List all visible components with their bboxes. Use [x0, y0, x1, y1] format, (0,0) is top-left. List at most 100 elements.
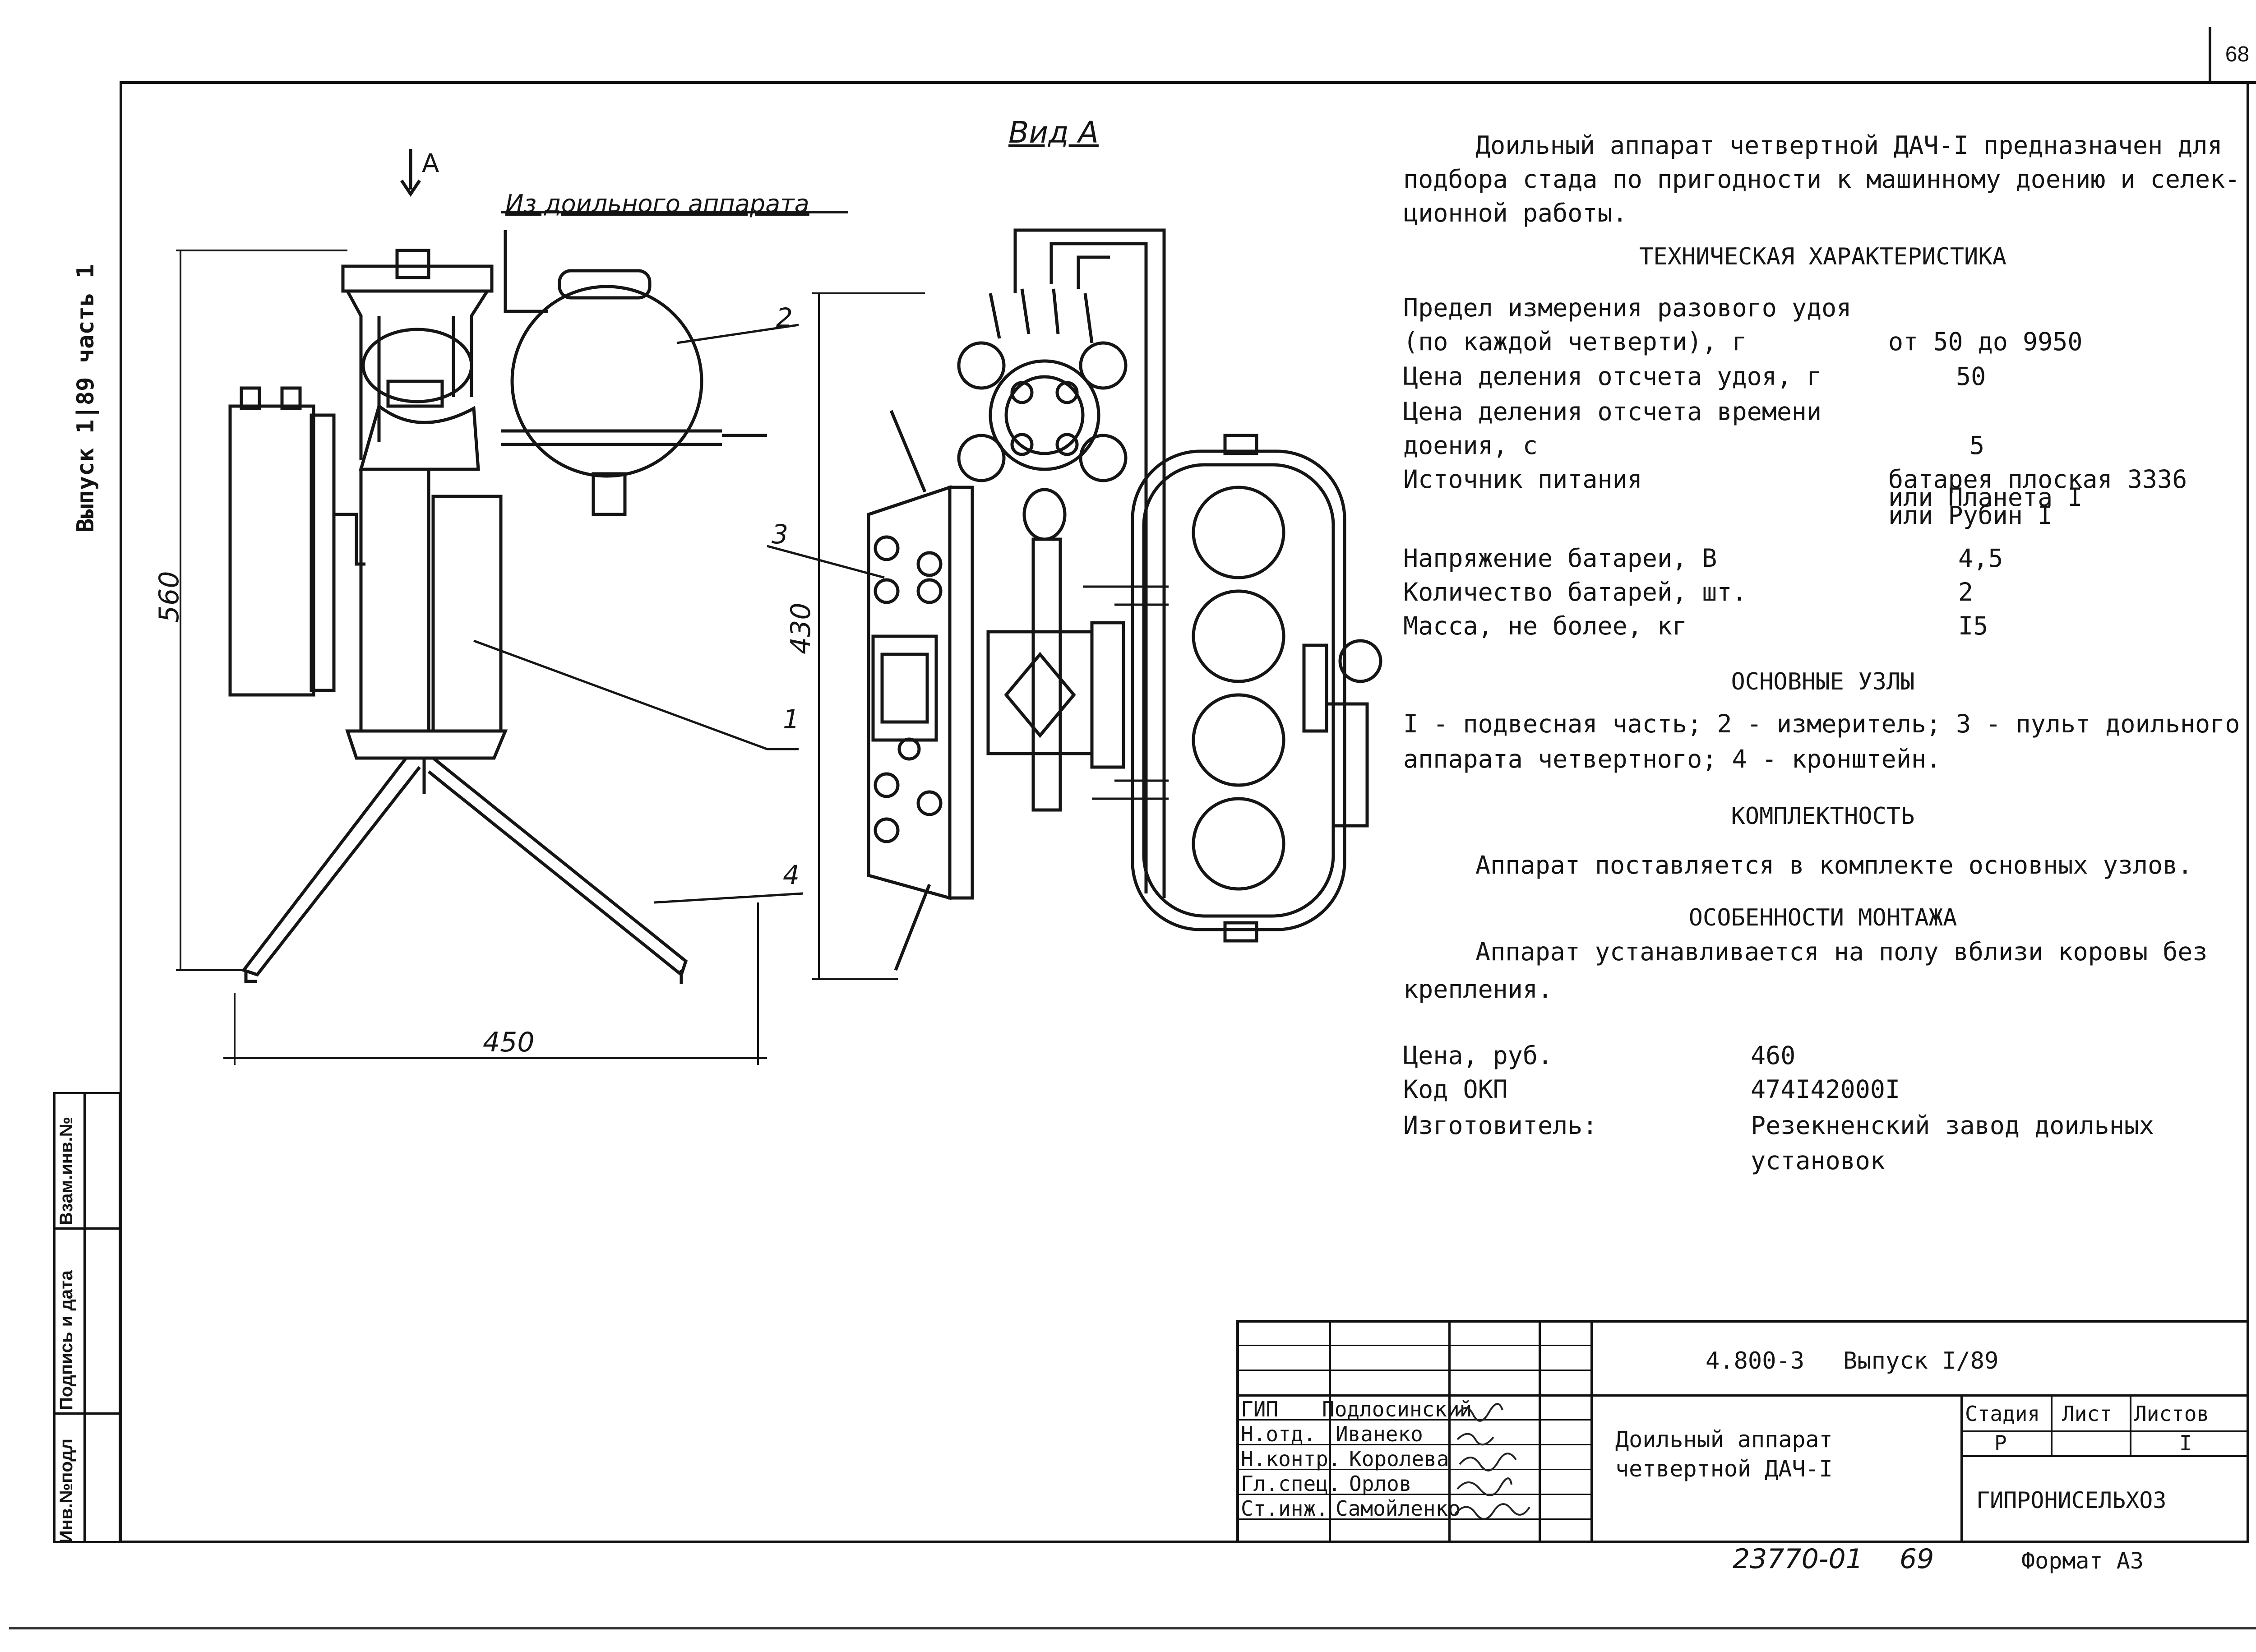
top-cap: [341, 264, 494, 293]
upper-bowl: [361, 328, 473, 403]
valve-body: [1022, 488, 1067, 541]
side-stamp-column: [53, 1092, 121, 1543]
tripod-foot: [244, 970, 257, 983]
role-name: Подлосинский: [1322, 1397, 1472, 1421]
role-name: Королева: [1349, 1447, 1449, 1471]
pump-diamond: [1004, 652, 1076, 738]
dim-line-450: [223, 902, 767, 1065]
maker-line: установок: [1751, 1146, 1886, 1175]
signature: [1459, 1453, 1517, 1472]
callout-1: 1: [783, 704, 800, 735]
spec-value: батарея плоская 3336: [1888, 465, 2187, 494]
capsule-bottom-tab: [1223, 921, 1258, 943]
tripod-leg-right: [427, 757, 688, 977]
signature: [1454, 1503, 1530, 1520]
spec-value: от 50 до 9950: [1888, 327, 2083, 356]
spec-label: Предел измерения разового удоя: [1403, 293, 1852, 322]
inner-block: [386, 379, 444, 408]
intro-line: подбора стада по пригодности к машинному…: [1403, 165, 2240, 194]
stage-value: Р: [1994, 1431, 2007, 1455]
intro-line: ционной работы.: [1403, 199, 1627, 227]
dim-height-view-label: 430: [785, 602, 817, 654]
control-box-knob: [280, 386, 302, 410]
dim-line-560: [176, 250, 347, 971]
kit-text: Аппарат поставляется в комплекте основны…: [1475, 851, 2193, 879]
spec-value: I5: [1958, 611, 1988, 640]
maker-line: Резекненский завод доильных: [1751, 1111, 2154, 1140]
console-face: [948, 486, 974, 900]
console-brace: [889, 410, 931, 971]
install-heading: ОСОБЕННОСТИ МОНТАЖА: [1688, 904, 1957, 931]
suspension-frame: [346, 290, 489, 460]
meter-capsule: [1131, 449, 1346, 931]
callout-leader-1: [473, 639, 799, 750]
spec-label: Источник питания: [1403, 465, 1642, 494]
role-name: Самойленко: [1336, 1496, 1461, 1521]
cylinder-right: [431, 495, 503, 733]
dim-height-label: 560: [153, 571, 185, 623]
archive-sheet: 69: [1900, 1543, 1934, 1575]
meter-chamber: [1192, 589, 1285, 683]
intro-line: Доильный аппарат четвертной ДАЧ-I предна…: [1475, 131, 2223, 160]
collector: [359, 403, 480, 471]
kit-heading: КОМПЛЕКТНОСТЬ: [1731, 803, 1915, 830]
technical-drawing: [176, 149, 1382, 1065]
spec-value: 2: [1958, 578, 1974, 606]
archive-number: 23770-01: [1733, 1543, 1863, 1575]
console-display-inner: [880, 652, 929, 724]
meter-band: [501, 429, 722, 446]
sheets-value: I: [2179, 1431, 2192, 1455]
role-name: Иванеко: [1336, 1422, 1423, 1446]
spec-label: доения, с: [1403, 431, 1538, 460]
control-box-face: [310, 413, 336, 692]
drawing-frame: [120, 81, 2249, 1543]
install-line: крепления.: [1403, 975, 1553, 1004]
view-a-title: Вид А: [1008, 115, 1099, 150]
side-latch-ring: [1338, 639, 1382, 683]
signature: [1456, 1477, 1512, 1496]
capsule-top-tab: [1223, 434, 1258, 455]
role-label: Н.отд.: [1241, 1422, 1316, 1446]
spec-value: 4,5: [1958, 544, 2003, 573]
spec-value: 50: [1956, 362, 1986, 391]
from-milker-note: Из доильного аппарата: [505, 190, 809, 218]
price-label: Цена, руб.: [1403, 1041, 1553, 1070]
stage-header: Стадия: [1965, 1402, 2040, 1426]
arrow-a-label: А: [422, 149, 439, 178]
callout-4: 4: [783, 860, 800, 890]
role-label: Н.контр.: [1241, 1447, 1341, 1471]
doc-title-line: Доильный аппарат: [1615, 1426, 1833, 1453]
role-label: Ст.инж.: [1241, 1496, 1328, 1521]
stamp-replace: Взам.инв.№: [56, 1116, 76, 1225]
maker-label: Изготовитель:: [1403, 1111, 1598, 1140]
spec-value: или Планета I: [1888, 483, 2083, 512]
units-line: I - подвесная часть; 2 - измеритель; 3 -…: [1403, 709, 2240, 738]
spec-heading: ТЕХНИЧЕСКАЯ ХАРАКТЕРИСТИКА: [1639, 243, 2006, 270]
meter-drain: [592, 472, 627, 516]
side-stamp-divider: [53, 1227, 121, 1230]
units-line: аппарата четвертного; 4 - кронштейн.: [1403, 745, 1942, 773]
tripod-leg-left: [241, 757, 421, 977]
callout-3: 3: [772, 519, 788, 550]
bottom-rule: [9, 1627, 2256, 1629]
hose-loop: [1013, 228, 1166, 898]
cylinder-base: [345, 729, 508, 760]
stamp-inv-sub: Инв.№подл: [56, 1438, 76, 1543]
okp-value: 474I42000I: [1751, 1075, 1900, 1104]
price-value: 460: [1751, 1041, 1796, 1070]
spec-value: или Рубин I: [1888, 501, 2053, 530]
paper-format: Формат А3: [2021, 1548, 2144, 1574]
callout-2: 2: [776, 302, 793, 333]
spec-label: Количество батарей, шт.: [1403, 578, 1747, 606]
top-knob: [395, 249, 430, 279]
collector-head: [989, 359, 1100, 471]
units-heading: ОСНОВНЫЕ УЗЛЫ: [1731, 668, 1915, 695]
cylinder-left: [359, 467, 430, 733]
signature: [1456, 1433, 1494, 1446]
control-box-knob: [240, 386, 261, 410]
side-stamp-divider: [53, 1412, 121, 1415]
side-stamp-divider: [83, 1092, 86, 1543]
callout-leader-2: [676, 324, 799, 344]
stamp-signature: Подпись и дата: [56, 1270, 76, 1410]
spec-value: 5: [1969, 431, 1985, 460]
